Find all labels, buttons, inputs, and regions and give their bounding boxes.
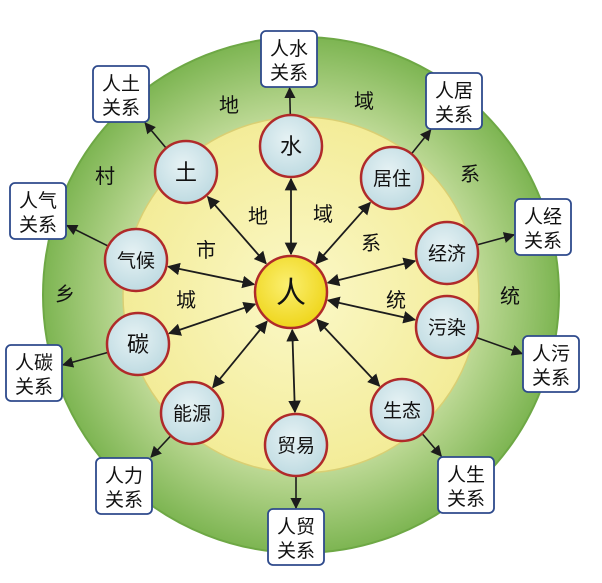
relation-box-line2: 关系: [15, 376, 53, 398]
center-human-node: [253, 254, 329, 330]
outward-arrow: [422, 433, 442, 457]
factor-node-label: 水: [280, 135, 302, 160]
factor-node: [369, 377, 435, 443]
bidirectional-arrow: [315, 201, 371, 265]
relation-box-line2: 关系: [19, 214, 57, 236]
outward-arrow: [61, 351, 108, 368]
bidirectional-arrow: [168, 301, 257, 336]
outer-ring-label: 系: [460, 162, 480, 186]
relation-box-line2: 关系: [447, 488, 485, 510]
relation-box-line1: 人气: [19, 190, 57, 212]
connection-arrows: [61, 86, 524, 510]
bidirectional-arrow: [212, 320, 268, 389]
factor-node: [103, 227, 169, 293]
factor-node-label: 气候: [117, 250, 155, 272]
center-human-label: 人: [276, 276, 306, 311]
relation-box: [5, 344, 63, 402]
relation-box-line2: 关系: [532, 367, 570, 389]
relation-box-line2: 关系: [102, 97, 140, 119]
inner-ring-label: 域: [313, 202, 333, 226]
bidirectional-arrow: [326, 296, 417, 324]
inner-ring-label: 市: [196, 238, 216, 262]
outward-arrow: [411, 129, 432, 154]
relation-box-line1: 人碳: [15, 352, 53, 374]
outer-ring-label: 统: [500, 284, 520, 308]
factor-node: [414, 220, 480, 286]
factor-node-label: 土: [175, 161, 197, 186]
factor-node-label: 居住: [373, 168, 411, 190]
factor-node-label: 贸易: [277, 435, 315, 457]
bidirectional-arrow: [206, 195, 267, 265]
factor-node: [153, 139, 219, 205]
relation-box: [95, 457, 153, 515]
relation-box-line2: 关系: [105, 489, 143, 511]
bidirectional-arrow: [316, 318, 381, 387]
inner-ring-label: 系: [361, 231, 381, 255]
relation-box-line2: 关系: [277, 540, 315, 562]
inner-ring-label: 城: [176, 288, 196, 312]
relation-box: [514, 198, 572, 256]
factor-node-label: 能源: [173, 403, 211, 425]
relation-box-line1: 人居: [435, 80, 473, 102]
relation-box: [9, 182, 67, 240]
factor-node-label: 碳: [127, 333, 149, 358]
outer-ring-label: 域: [354, 89, 374, 113]
outward-arrow: [144, 122, 167, 148]
relation-box-line1: 人生: [447, 464, 485, 486]
outward-arrow: [477, 232, 516, 246]
factor-node: [414, 294, 480, 360]
bidirectional-arrow: [167, 262, 256, 289]
relation-box-line1: 人贸: [277, 516, 315, 538]
relation-box: [425, 72, 483, 130]
relation-box: [92, 65, 150, 123]
factor-node: [105, 311, 171, 377]
factor-node: [159, 380, 225, 446]
relation-box-line1: 人力: [105, 465, 143, 487]
bidirectional-arrow: [326, 257, 417, 287]
relation-box: [267, 508, 325, 566]
relation-box-line1: 人土: [102, 73, 140, 95]
outer-ring-label: 地: [219, 93, 239, 117]
relation-box: [522, 335, 580, 393]
outward-arrow: [150, 435, 171, 458]
inner-ring-label: 统: [386, 288, 406, 312]
factor-node: [359, 145, 425, 211]
outer-ring-label: 村: [95, 164, 115, 188]
relation-box: [260, 30, 318, 88]
outward-arrow: [476, 336, 524, 356]
relation-box: [437, 456, 495, 514]
factor-node-label: 污染: [428, 317, 466, 339]
relation-box-line1: 人经: [524, 206, 562, 228]
relation-box-line1: 人水: [270, 38, 308, 60]
outward-arrow: [65, 224, 108, 247]
relation-box-line2: 关系: [435, 104, 473, 126]
bidirectional-arrow: [286, 328, 301, 414]
relation-box-line2: 关系: [524, 230, 562, 252]
factor-node: [258, 113, 324, 179]
factor-node: [263, 412, 329, 478]
relation-box-line1: 人污: [532, 343, 570, 365]
relation-box-line2: 关系: [270, 62, 308, 84]
factor-node-label: 经济: [428, 243, 466, 265]
outward-arrow: [284, 86, 296, 115]
factor-node-label: 生态: [383, 400, 421, 422]
outer-ring-label: 乡: [55, 282, 75, 306]
inner-ring-label: 地: [248, 204, 268, 228]
